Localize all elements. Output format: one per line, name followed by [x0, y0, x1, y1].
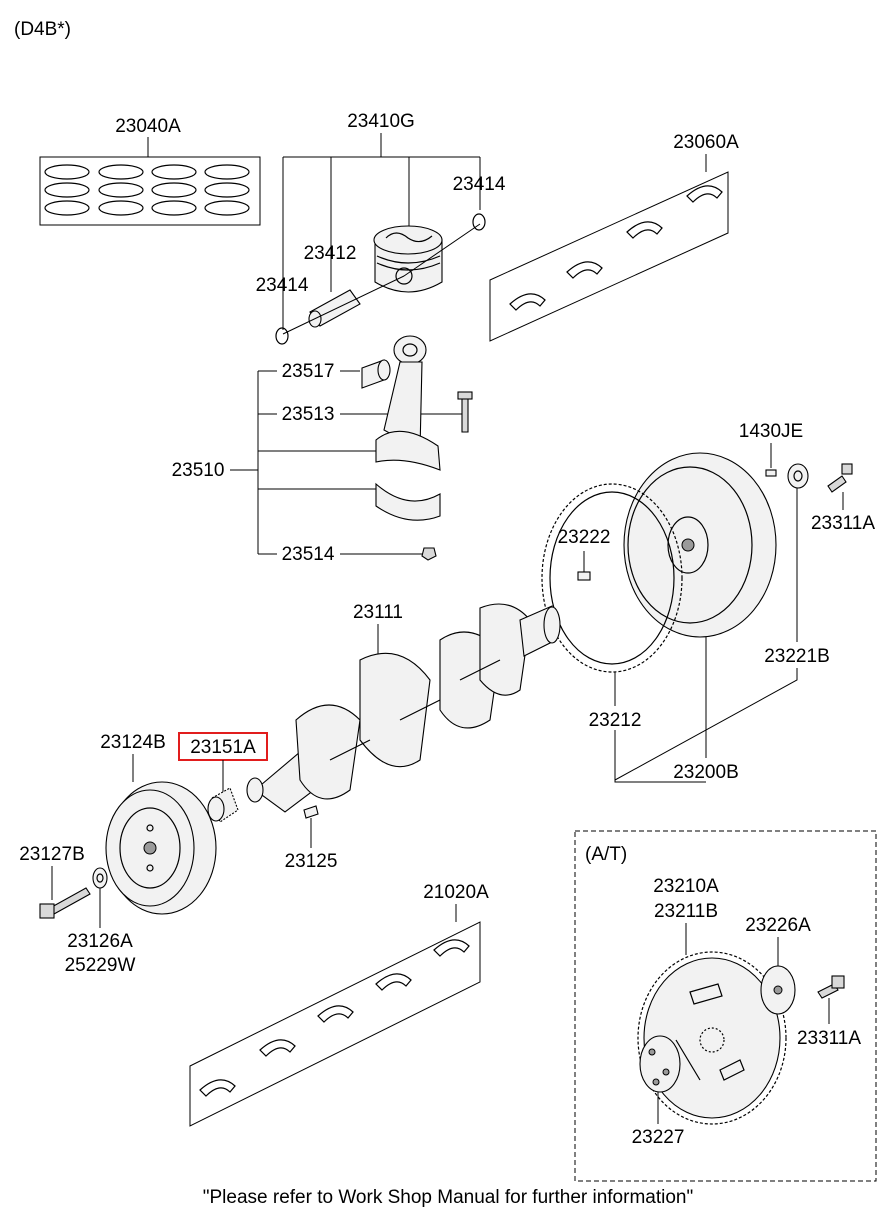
label-23151A[interactable]: 23151A [190, 737, 256, 758]
connecting-rod-group: 23517 23513 23510 23514 [172, 335, 473, 565]
label-23040A[interactable]: 23040A [115, 116, 181, 137]
timing-sprocket [207, 787, 239, 823]
label-23227[interactable]: 23227 [632, 1127, 685, 1148]
piston-group: 23410G 23414 23412 23414 [256, 111, 506, 345]
ring-gear [541, 483, 683, 673]
upper-bearing-set: 23060A [489, 132, 739, 342]
at-section-box [574, 830, 877, 1182]
lower-bearing-box [189, 921, 481, 1127]
at-section: (A/T) 23210A 23211B 23226A 23311A 23227 [574, 830, 877, 1182]
rod-cap [375, 482, 441, 521]
label-23510[interactable]: 23510 [172, 460, 225, 481]
rod-nut [421, 547, 437, 561]
label-23211B[interactable]: 23211B [654, 901, 718, 922]
label-23111[interactable]: 23111 [353, 602, 403, 623]
piston [373, 225, 443, 293]
piston-rings-group: 23040A [39, 116, 261, 226]
drive-plate [637, 951, 787, 1125]
label-23513[interactable]: 23513 [282, 404, 335, 425]
label-23410G[interactable]: 23410G [347, 111, 415, 132]
piston-ring-set-3 [151, 164, 197, 216]
upper-bearing-box [489, 171, 729, 342]
label-25229W[interactable]: 25229W [65, 955, 136, 976]
label-23226A[interactable]: 23226A [745, 915, 811, 936]
lower-bearing-set: 21020A [189, 882, 489, 1127]
pin-1430JE [765, 469, 777, 477]
label-23060A[interactable]: 23060A [673, 132, 739, 153]
label-23222[interactable]: 23222 [558, 527, 611, 548]
damper-pulley [105, 781, 217, 915]
piston-ring-set-1 [44, 164, 90, 216]
damper-pulley-group: 23124B 23127B 23126A 25229W [19, 732, 217, 976]
label-1430JE[interactable]: 1430JE [739, 421, 803, 442]
connecting-rod [375, 335, 441, 471]
label-23200B[interactable]: 23200B [673, 762, 739, 783]
flywheel [623, 452, 777, 638]
piston-ring-set-4 [204, 164, 250, 216]
pulley-bolt [39, 887, 91, 919]
at-section-title: (A/T) [585, 844, 627, 865]
label-23414-top[interactable]: 23414 [453, 174, 506, 195]
label-23221B[interactable]: 23221B [764, 646, 830, 667]
rod-bolt [457, 391, 473, 433]
piston-rings-box [39, 156, 261, 226]
label-23124B[interactable]: 23124B [100, 732, 166, 753]
label-23517[interactable]: 23517 [282, 361, 335, 382]
flywheel-group: 1430JE 23311A 23222 23221B 23212 23200B [541, 421, 875, 783]
drive-plate-bolt [817, 975, 845, 999]
label-23127B[interactable]: 23127B [19, 844, 85, 865]
crankshaft-group: 23111 23125 [246, 602, 561, 872]
label-23514[interactable]: 23514 [282, 544, 335, 565]
crankshaft-key [303, 805, 319, 819]
flywheel-bolt [827, 463, 853, 493]
label-23412[interactable]: 23412 [304, 243, 357, 264]
snap-ring-top [472, 213, 486, 231]
label-21020A[interactable]: 21020A [423, 882, 489, 903]
label-23212[interactable]: 23212 [589, 710, 642, 731]
engine-code-label: (D4B*) [14, 19, 71, 40]
crankshaft [246, 603, 561, 813]
label-23311A-at[interactable]: 23311A [797, 1028, 861, 1049]
piston-ring-set-2 [98, 164, 144, 216]
label-23210A[interactable]: 23210A [653, 876, 719, 897]
timing-sprocket-group: 23151A [178, 732, 268, 823]
pilot-bearing [787, 463, 809, 489]
snap-ring-left [275, 327, 289, 345]
small-end-bushing [361, 359, 391, 389]
label-23311A-top[interactable]: 23311A [811, 513, 875, 534]
pulley-washer [92, 867, 108, 889]
label-23125[interactable]: 23125 [285, 851, 338, 872]
spacer-plate [760, 965, 796, 1015]
footer-note: "Please refer to Work Shop Manual for fu… [203, 1187, 693, 1208]
label-23414-left[interactable]: 23414 [256, 275, 309, 296]
label-23126A[interactable]: 23126A [67, 931, 133, 952]
dowel-pin [577, 571, 591, 581]
adapter-plate [639, 1035, 681, 1093]
piston-pin [308, 289, 361, 328]
